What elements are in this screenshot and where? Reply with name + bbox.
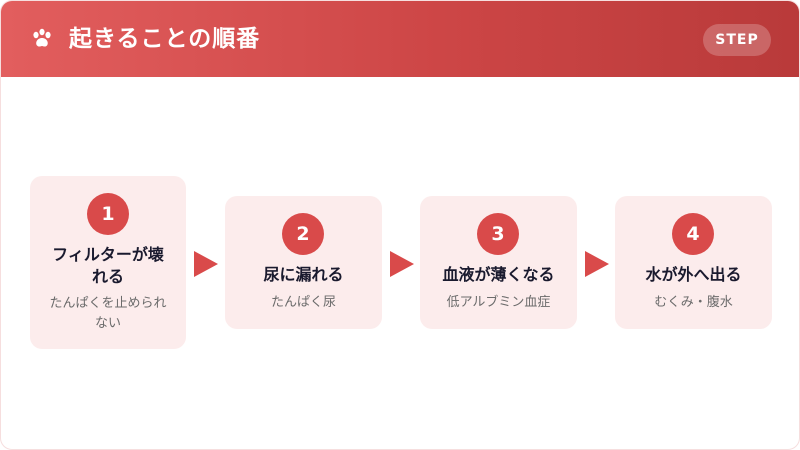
arrow-right-icon-1 — [194, 251, 218, 277]
step-card-4: 4 水が外へ出る むくみ・腹水 — [615, 196, 772, 329]
step-desc-1-line2: ない — [94, 316, 121, 331]
page-title: 起きることの順番 — [69, 26, 261, 52]
header-bar: 起きることの順番 STEP — [1, 1, 799, 77]
step-card-1: 1 フィルターが壊 れる たんぱくを止められ ない — [30, 176, 186, 349]
step-number-3: 3 — [477, 213, 519, 255]
step-title-3: 血液が薄くなる — [442, 265, 555, 284]
step-title-4: 水が外へ出る — [645, 265, 742, 284]
step-number-2: 2 — [282, 213, 324, 255]
arrow-right-icon-2 — [390, 251, 414, 277]
step-number-1: 1 — [87, 193, 129, 235]
step-title-1-line2: れる — [91, 267, 124, 286]
paw-icon — [33, 28, 51, 47]
step-title-1-line1: フィルターが壊 — [52, 245, 164, 264]
arrow-right-icon-3 — [585, 251, 609, 277]
step-card-3: 3 血液が薄くなる 低アルブミン血症 — [420, 196, 577, 329]
step-number-4: 4 — [672, 213, 714, 255]
step-title-2: 尿に漏れる — [263, 265, 344, 284]
step-desc-2: たんぱく尿 — [270, 295, 336, 310]
step-desc-4: むくみ・腹水 — [654, 295, 733, 310]
step-desc-3: 低アルブミン血症 — [446, 295, 551, 310]
step-desc-1-line1: たんぱくを止められ — [49, 296, 167, 311]
step-card-2: 2 尿に漏れる たんぱく尿 — [225, 196, 382, 329]
step-badge: STEP — [703, 24, 771, 56]
